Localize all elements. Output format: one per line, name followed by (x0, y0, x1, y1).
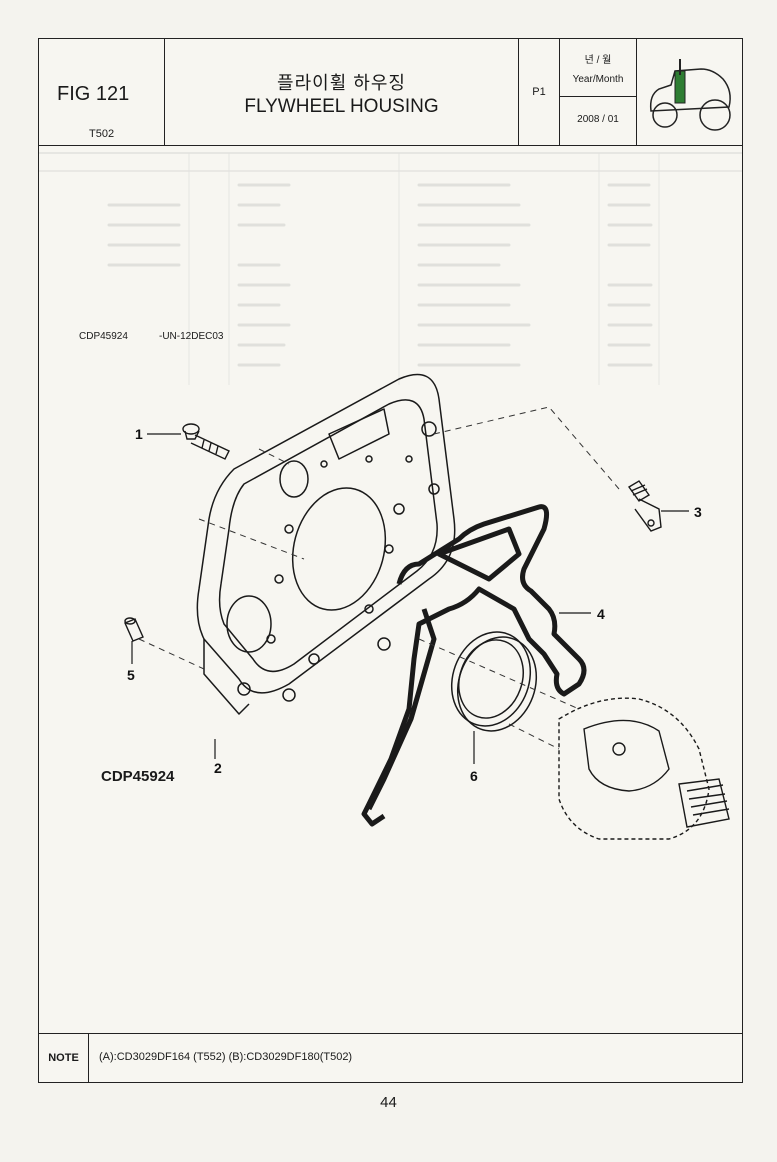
note-row: NOTE (A):CD3029DF164 (T552) (B):CD3029DF… (39, 1033, 742, 1083)
date-divider (560, 96, 636, 97)
date-label-korean: 년 / 월 (584, 55, 612, 66)
bolt-part (182, 423, 230, 460)
date-value: 2008 / 01 (577, 114, 619, 125)
assembly-lines (138, 406, 620, 750)
callout-leaders (131, 433, 689, 764)
oil-seal-part (450, 631, 538, 732)
crankshaft-part (558, 697, 730, 840)
parts-sheet: FIG 121 T502 플라이휠 하우징 FLYWHEEL HOUSING P… (38, 38, 743, 1083)
drawing-label: CDP45924 (101, 768, 175, 785)
fig-number: FIG 121 (57, 83, 130, 105)
date-cell: 년 / 월 Year/Month 2008 / 01 (560, 39, 637, 145)
ref-date: -UN-12DEC03 (159, 331, 224, 342)
callout-2: 2 (214, 760, 222, 776)
title-korean: 플라이휠 하우징 (277, 73, 406, 93)
callout-6: 6 (470, 768, 478, 784)
date-label-english: Year/Month (572, 74, 624, 85)
ref-code: CDP45924 (79, 331, 128, 342)
sheet-header: FIG 121 T502 플라이휠 하우징 FLYWHEEL HOUSING P… (39, 39, 742, 146)
page-number: 44 (380, 1094, 397, 1111)
page-code-cell: P1 (519, 39, 560, 145)
breather-fitting-part (627, 480, 662, 532)
flywheel-housing-part (196, 373, 456, 715)
callout-1: 1 (135, 426, 143, 442)
model-code: T502 (89, 128, 115, 140)
callout-3: 3 (694, 504, 702, 520)
note-text: (A):CD3029DF164 (T552) (B):CD3029DF180(T… (99, 1051, 353, 1063)
page-code: P1 (532, 86, 546, 98)
housing-gasket-part (361, 504, 587, 827)
dowel-pin-part (124, 617, 144, 642)
callout-4: 4 (597, 606, 605, 622)
title-english: FLYWHEEL HOUSING (244, 96, 439, 117)
note-label: NOTE (39, 1034, 89, 1083)
tractor-icon (649, 59, 731, 131)
exploded-diagram: 1 2 3 4 5 6 (124, 373, 730, 840)
callout-5: 5 (127, 667, 135, 683)
fig-cell: FIG 121 T502 (39, 39, 165, 145)
icon-cell (637, 39, 742, 145)
title-cell: 플라이휠 하우징 FLYWHEEL HOUSING (165, 39, 519, 145)
bleed-through-table (39, 152, 742, 385)
